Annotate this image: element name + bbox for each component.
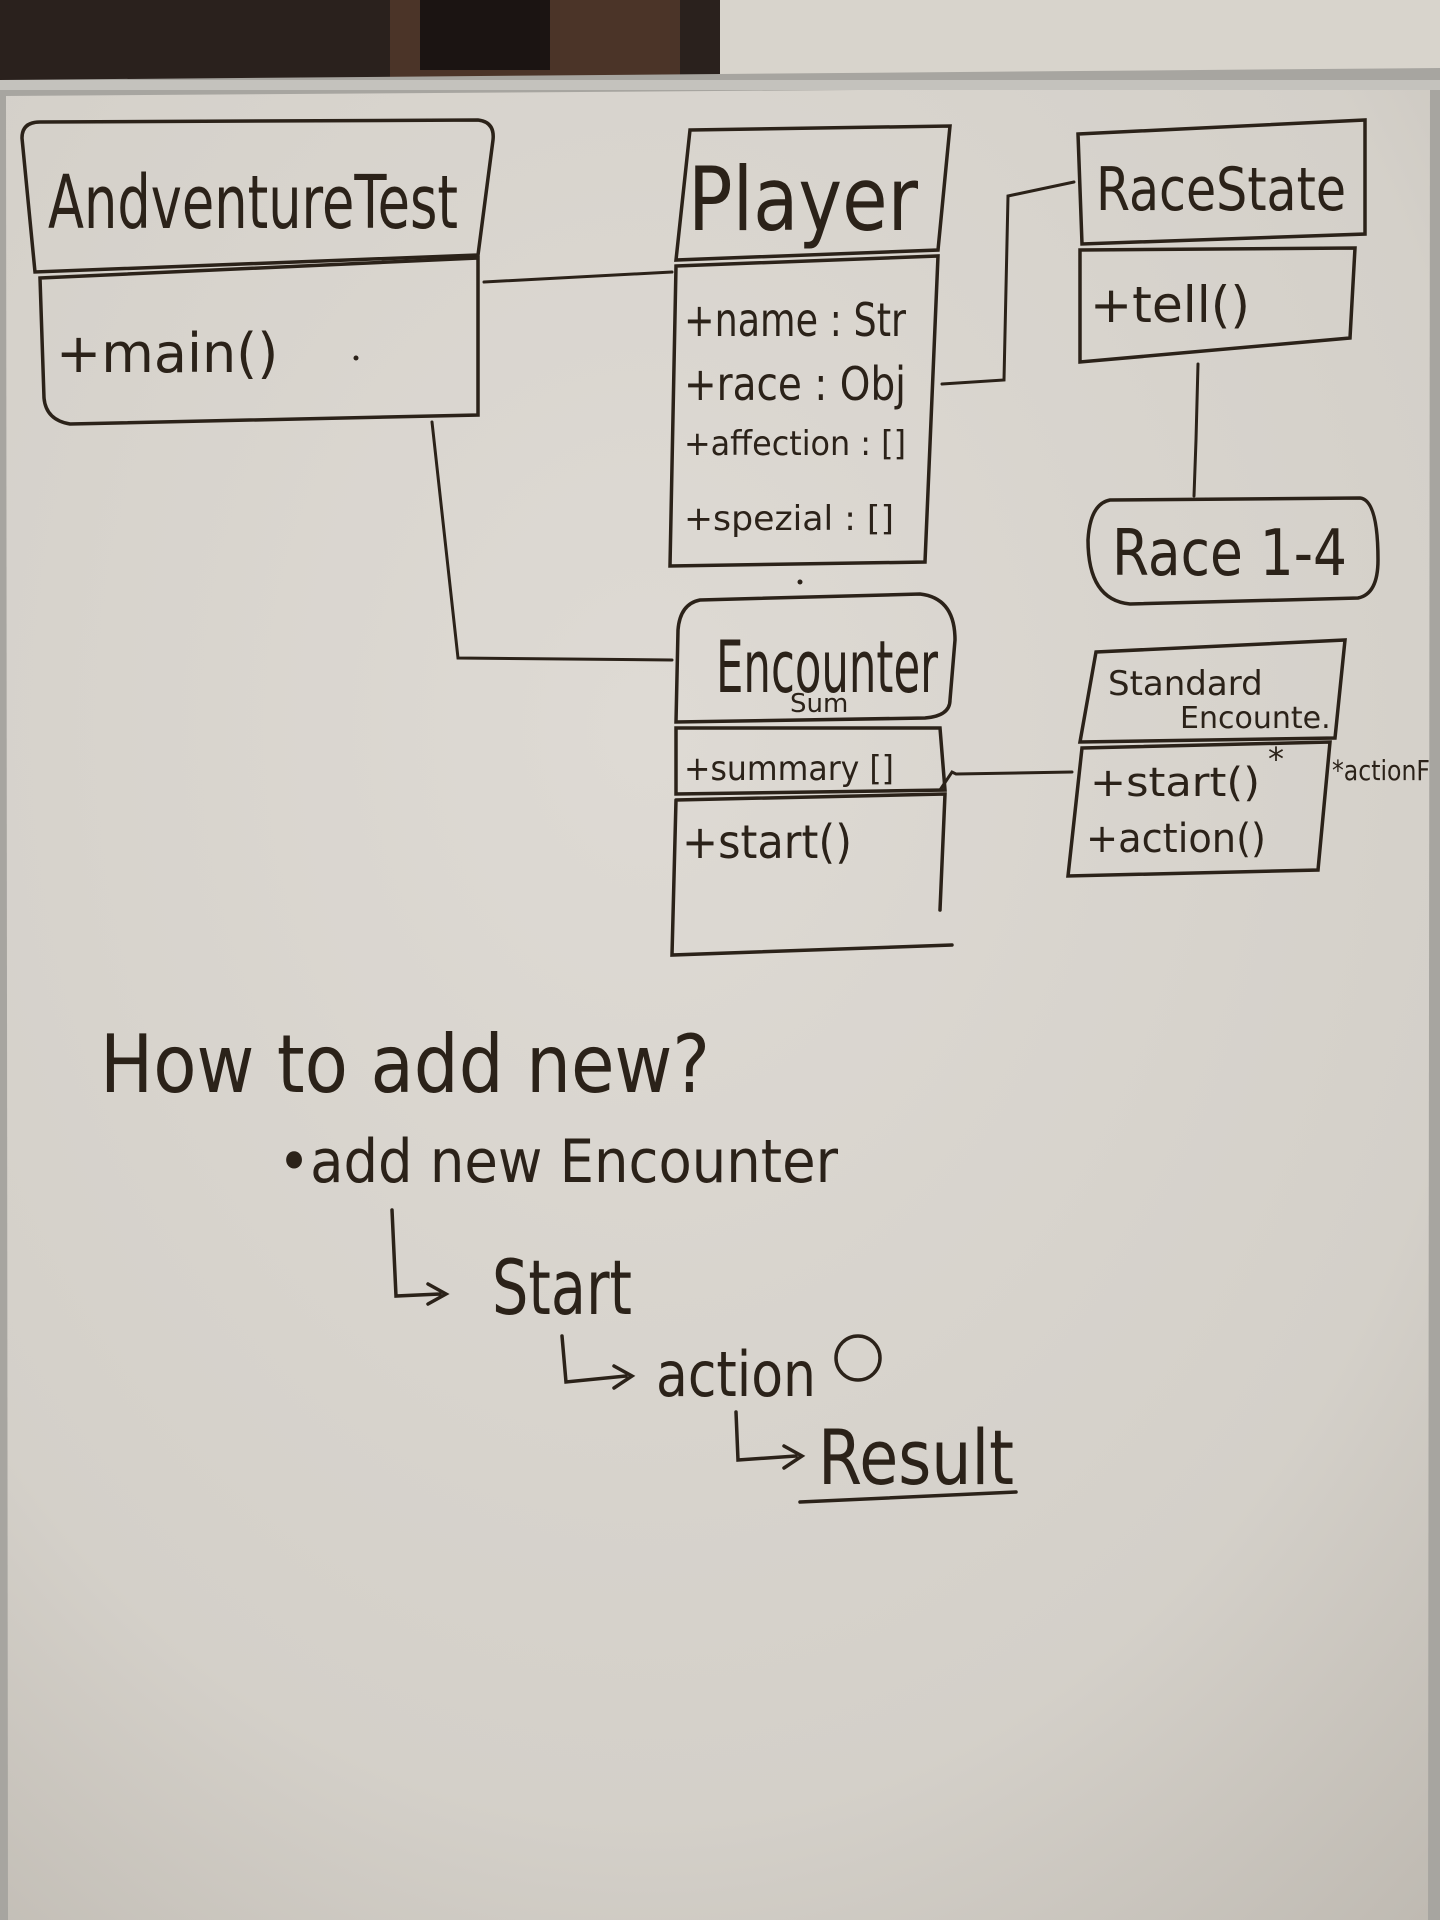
class-race-state <box>1076 118 1367 364</box>
connector-player-racestate <box>940 180 1076 386</box>
notes-question: How to add new? <box>100 1018 710 1111</box>
standard-encounter-star: * <box>1268 740 1284 778</box>
race-box <box>1086 496 1380 606</box>
encounter-body-box <box>670 792 954 957</box>
encounter-title: Encounter <box>716 625 938 709</box>
notes-bullet: •add new Encounter <box>278 1127 838 1197</box>
marker-tray-edge <box>0 80 1440 90</box>
uml-connectors <box>430 180 1200 792</box>
class-encounter <box>670 592 957 957</box>
board-dot <box>797 579 803 585</box>
player-title: Player <box>688 148 919 251</box>
adventure-test-title: AndventureTest <box>48 160 458 246</box>
standard-encounter-title-box <box>1077 638 1347 744</box>
race-state-method: +tell() <box>1090 276 1250 334</box>
standard-encounter-method-action: +action() <box>1086 816 1266 862</box>
race-title: Race 1-4 <box>1112 517 1347 591</box>
connector-adventure-encounter <box>430 420 674 662</box>
player-attr-race: +race : Obj <box>684 357 906 411</box>
class-standard-encounter <box>1066 638 1347 878</box>
door-inner <box>420 0 550 70</box>
encounter-attr-summary: +summary [] <box>684 749 894 789</box>
standard-encounter-note: *actionF <box>1332 754 1430 787</box>
adventure-test-method: +main() <box>56 322 278 385</box>
race-state-title-box <box>1076 118 1367 246</box>
standard-encounter-title-line1: Standard <box>1108 664 1263 704</box>
result-underline <box>798 1490 1018 1504</box>
class-player <box>668 124 952 568</box>
race-state-title: RaceState <box>1096 155 1346 225</box>
player-attr-spezial: +spezial : [] <box>684 499 894 539</box>
loop-icon <box>834 1334 882 1382</box>
arrow-action <box>560 1334 636 1390</box>
race-state-body-box <box>1078 246 1357 364</box>
arrow-result <box>734 1410 806 1470</box>
connector-adventure-player <box>482 270 674 284</box>
class-adventure-test <box>20 118 495 426</box>
player-attr-affection: +affection : [] <box>684 424 906 464</box>
connector-racestate-race <box>1192 362 1200 498</box>
encounter-subtitle: Sum <box>790 689 848 719</box>
encounter-method-start: +start() <box>682 815 852 869</box>
player-attr-name: +name : Str <box>684 293 906 347</box>
standard-encounter-title-line2: Encounte. <box>1180 701 1331 736</box>
player-body-box <box>668 254 940 568</box>
standard-encounter-body-box <box>1066 740 1332 878</box>
notes-arrows <box>390 1208 1018 1504</box>
standard-encounter-method-start: +start() <box>1090 760 1260 806</box>
encounter-title-box <box>674 592 957 724</box>
notes-step-start: Start <box>492 1243 632 1332</box>
arrow-start <box>390 1208 450 1306</box>
board-dot <box>353 355 359 361</box>
notes-step-action: action <box>656 1338 816 1411</box>
player-title-box <box>674 124 952 262</box>
adventure-test-box <box>20 118 495 274</box>
encounter-attr-box <box>674 726 947 796</box>
adventure-test-body <box>38 256 480 426</box>
connector-encounter-standard <box>938 770 1074 792</box>
whiteboard-surface <box>6 86 1430 1920</box>
notes-step-result: Result <box>818 1413 1014 1502</box>
